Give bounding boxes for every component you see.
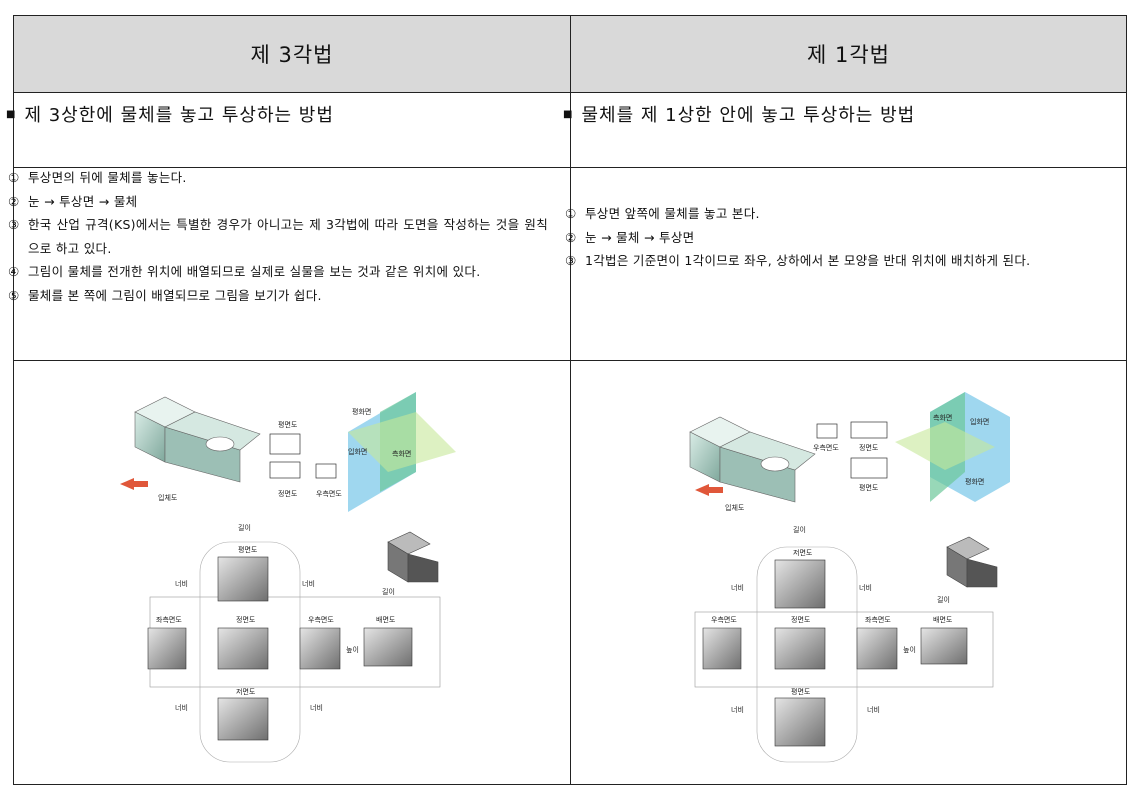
width-label: 너비 [731, 705, 744, 714]
length-label: 길이 [793, 525, 806, 534]
width-label: 너비 [867, 705, 880, 714]
iso-label: 입체도 [725, 504, 745, 512]
top-view-label: 평면도 [278, 420, 298, 429]
front-view-label: 정면도 [859, 443, 879, 452]
bullet-icon: ■ [6, 108, 17, 120]
dev-back-label: 배면도 [376, 615, 396, 624]
summary-text: 물체를 제 1상한 안에 놓고 투상하는 방법 [581, 105, 916, 126]
plane-h-label: 평화면 [352, 407, 371, 416]
dev-back-shape [363, 627, 413, 667]
plane-s-label: 측화면 [392, 449, 411, 458]
dev-top-label: 저면도 [793, 548, 813, 557]
dev-bottom-label: 평면도 [791, 687, 811, 696]
width-label: 너비 [175, 579, 188, 588]
bullet-icon: ■ [563, 108, 574, 120]
dev-right-shape [856, 627, 898, 670]
development-frame [694, 611, 994, 688]
first-angle-illustration: 입체도 우측면도 정면도 평면도 측화면 입화면 평화면 길이 저면도 우측면도… [689, 392, 1010, 763]
dev-left-label: 우측면도 [711, 615, 737, 624]
front-view-label: 정면도 [278, 489, 298, 498]
isometric-object-icon [689, 416, 816, 503]
width-label: 너비 [175, 703, 188, 712]
dev-left-shape [147, 627, 187, 670]
third-angle-illustration: 입체도 평면도 정면도 우측면도 평화면 입화면 측화면 길이 평면도 좌측면도… [120, 392, 456, 763]
dev-bottom-label: 저면도 [236, 687, 256, 696]
plane-h-label: 평화면 [965, 477, 984, 486]
dev-back-shape [920, 627, 968, 665]
right-view-shape [816, 423, 838, 439]
right-view-label: 우측면도 [316, 489, 342, 498]
small-isometric-icon [946, 536, 998, 588]
horizontal-plane [348, 412, 456, 472]
header-third-angle: 제 3각법 [14, 16, 570, 92]
dev-right-label: 우측면도 [308, 615, 334, 624]
summary-first-angle: ■ 물체를 제 1상한 안에 놓고 투상하는 방법 [563, 77, 1108, 151]
length-label: 길이 [382, 587, 395, 596]
summary-text: 제 3상한에 물체를 놓고 투상하는 방법 [24, 105, 334, 126]
column-divider [570, 16, 571, 784]
height-label: 높이 [346, 645, 359, 654]
dev-front-label: 정면도 [791, 615, 811, 624]
plane-s-label: 측화면 [933, 413, 952, 422]
projection-comparison-table: 제 3각법 제 1각법 [13, 15, 1127, 785]
dev-right-shape [299, 627, 341, 670]
dev-front-label: 정면도 [236, 615, 256, 624]
length-label: 길이 [238, 523, 251, 532]
isometric-object-icon [134, 396, 261, 483]
dev-top-label: 평면도 [238, 545, 258, 554]
width-label: 너비 [302, 579, 315, 588]
summary-third-angle: ■ 제 3상한에 물체를 놓고 투상하는 방법 [6, 77, 551, 151]
width-label: 너비 [310, 703, 323, 712]
dev-front-shape [774, 627, 826, 670]
dev-top-shape [774, 559, 826, 609]
top-view-shape [269, 433, 301, 455]
right-view-shape [315, 463, 337, 479]
dev-right-label: 좌측면도 [865, 615, 891, 624]
right-view-label: 우측면도 [813, 443, 839, 452]
plane-v-label: 입화면 [970, 417, 989, 426]
view-arrow-icon [120, 478, 148, 490]
dev-left-label: 좌측면도 [156, 615, 182, 624]
view-arrow-icon [695, 484, 723, 496]
dev-bottom-shape [217, 697, 269, 741]
dev-top-shape [217, 556, 269, 602]
horizontal-plane [895, 422, 995, 470]
dev-back-label: 배면도 [933, 615, 953, 624]
front-view-shape [269, 461, 301, 479]
header-first-angle: 제 1각법 [571, 16, 1126, 92]
length-label: 길이 [937, 595, 950, 604]
height-label: 높이 [903, 645, 916, 654]
top-view-label: 평면도 [859, 483, 879, 492]
width-label: 너비 [859, 583, 872, 592]
dev-front-shape [217, 627, 269, 670]
third-angle-figure: 입체도 평면도 정면도 우측면도 평화면 입화면 측화면 길이 평면도 좌측면도… [120, 372, 460, 767]
iso-label: 입체도 [158, 494, 178, 502]
small-isometric-icon [387, 531, 439, 583]
first-angle-figure: 입체도 우측면도 정면도 평면도 측화면 입화면 평화면 길이 저면도 우측면도… [675, 372, 1015, 767]
dev-bottom-shape [774, 697, 826, 747]
front-view-shape [850, 421, 888, 439]
top-view-shape [850, 457, 888, 479]
plane-v-label: 입화면 [348, 447, 367, 456]
width-label: 너비 [731, 583, 744, 592]
dev-left-shape [702, 627, 742, 670]
